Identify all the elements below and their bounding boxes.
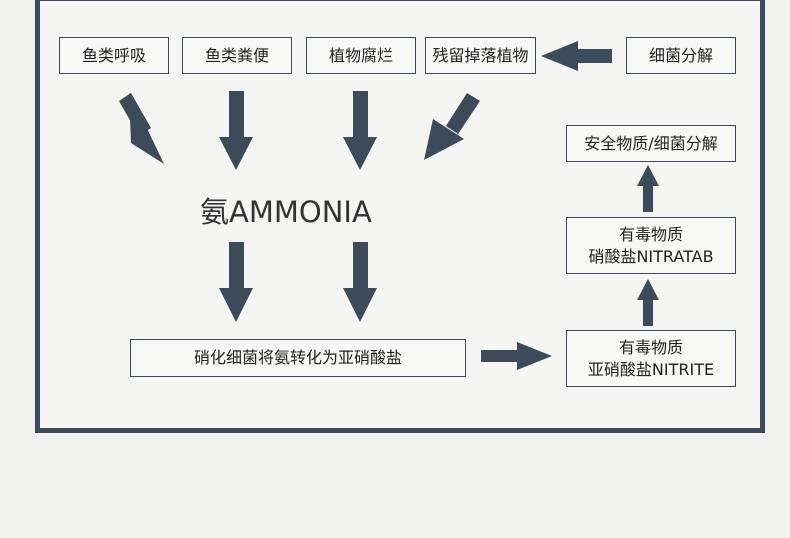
source-plant-debris: 残留掉落植物	[425, 37, 536, 74]
nitrate-line2: 硝酸盐NITRATAB	[588, 246, 714, 266]
nitrate-line1: 有毒物质	[618, 224, 683, 244]
source-fish-waste-label: 鱼类粪便	[204, 45, 269, 65]
nitrite-box: 有毒物质 亚硝酸盐NITRITE	[566, 330, 736, 387]
source-plant-decay-label: 植物腐烂	[328, 45, 393, 65]
nitrite-line1: 有毒物质	[618, 337, 683, 357]
arrow-plant-decay-to-ammonia	[343, 91, 377, 170]
arrow-ammonia-to-nitrification-right	[343, 242, 377, 322]
source-fish-breathing: 鱼类呼吸	[59, 37, 169, 74]
source-plant-debris-label: 残留掉落植物	[432, 45, 529, 65]
nitrite-line2: 亚硝酸盐NITRITE	[587, 359, 715, 379]
nitrification-box: 硝化细菌将氨转化为亚硝酸盐	[130, 339, 466, 377]
source-bacteria-decomposition-label: 细菌分解	[648, 45, 713, 65]
arrow-fish-breathing-shaft	[119, 93, 151, 136]
arrow-fish-waste-to-ammonia	[219, 91, 253, 170]
arrow-nitrite-to-nitrate	[637, 279, 659, 326]
source-fish-waste: 鱼类粪便	[182, 37, 292, 74]
arrow-bacteria-to-plant-debris	[541, 41, 612, 71]
source-bacteria-decomposition: 细菌分解	[626, 37, 736, 74]
source-plant-decay: 植物腐烂	[306, 37, 416, 74]
safe-box: 安全物质/细菌分解	[566, 125, 736, 162]
nitrate-box: 有毒物质 硝酸盐NITRATAB	[566, 217, 736, 274]
arrow-plant-debris-to-ammonia	[424, 119, 464, 160]
ammonia-label: 氨AMMONIA	[200, 195, 372, 229]
arrow-ammonia-to-nitrification-left	[219, 242, 253, 322]
source-fish-breathing-label: 鱼类呼吸	[81, 45, 146, 65]
nitrification-label: 硝化细菌将氨转化为亚硝酸盐	[193, 348, 402, 367]
arrow-plant-debris-shaft	[446, 93, 480, 134]
safe-label: 安全物质/细菌分解	[584, 133, 718, 153]
arrow-nitrification-to-nitrite	[481, 342, 552, 370]
arrow-nitrate-to-safe	[637, 165, 659, 212]
